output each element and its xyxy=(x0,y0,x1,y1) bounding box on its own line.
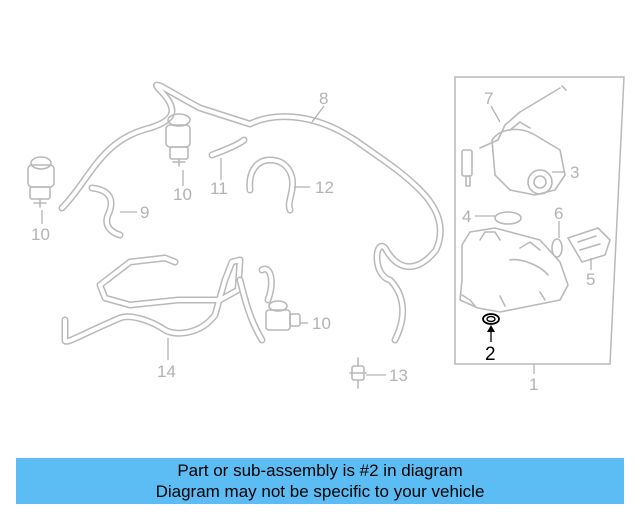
part-5-boot xyxy=(567,227,611,263)
callout-4: 4 xyxy=(462,207,471,226)
callout-12: 12 xyxy=(315,178,334,197)
part-9-hose xyxy=(88,184,124,239)
leader-lines xyxy=(41,105,592,376)
part-3-actuator xyxy=(491,121,566,196)
part-2-washer xyxy=(482,313,500,325)
callout-6: 6 xyxy=(554,204,563,223)
callout-5: 5 xyxy=(586,270,595,289)
callout-10-left: 10 xyxy=(31,225,50,244)
callout-10-bottom: 10 xyxy=(312,314,331,333)
callout-7: 7 xyxy=(484,89,493,108)
part-7-sensor xyxy=(461,85,567,187)
callout-2: 2 xyxy=(485,344,496,365)
banner-line-1: Part or sub-assembly is #2 in diagram xyxy=(177,461,463,480)
part-13-connector xyxy=(349,357,367,389)
parts-diagram: 1 2 3 4 5 6 7 8 9 10 10 10 11 12 13 14 xyxy=(27,76,625,394)
part-4-gasket xyxy=(494,211,522,225)
part-14-line xyxy=(61,254,244,345)
callout-13: 13 xyxy=(389,366,408,385)
callout-11: 11 xyxy=(210,179,228,198)
part-10-valve-top xyxy=(165,113,191,167)
callout-8: 8 xyxy=(319,89,328,108)
callout-10-top: 10 xyxy=(173,185,192,204)
callout-labels: 1 2 3 4 5 6 7 8 9 10 10 10 11 12 13 14 xyxy=(31,89,595,394)
part-10-valve-left xyxy=(27,156,55,208)
part-10-valve-bottom xyxy=(265,300,301,331)
callout-14: 14 xyxy=(157,362,176,381)
assembly-1-frame xyxy=(454,76,625,365)
part-8-vacuum-line xyxy=(58,81,444,344)
banner-line-2: Diagram may not be specific to your vehi… xyxy=(155,482,485,501)
part-1-housing xyxy=(459,227,569,313)
part-6-o-ring xyxy=(551,238,563,258)
callout-9: 9 xyxy=(140,203,149,222)
callout-1: 1 xyxy=(529,375,538,394)
callout-3: 3 xyxy=(570,163,579,182)
part-hose-bottom xyxy=(236,265,275,344)
info-banner: Part or sub-assembly is #2 in diagram Di… xyxy=(16,458,624,504)
part-12-hose xyxy=(246,156,297,214)
part-11-hose xyxy=(208,136,248,159)
